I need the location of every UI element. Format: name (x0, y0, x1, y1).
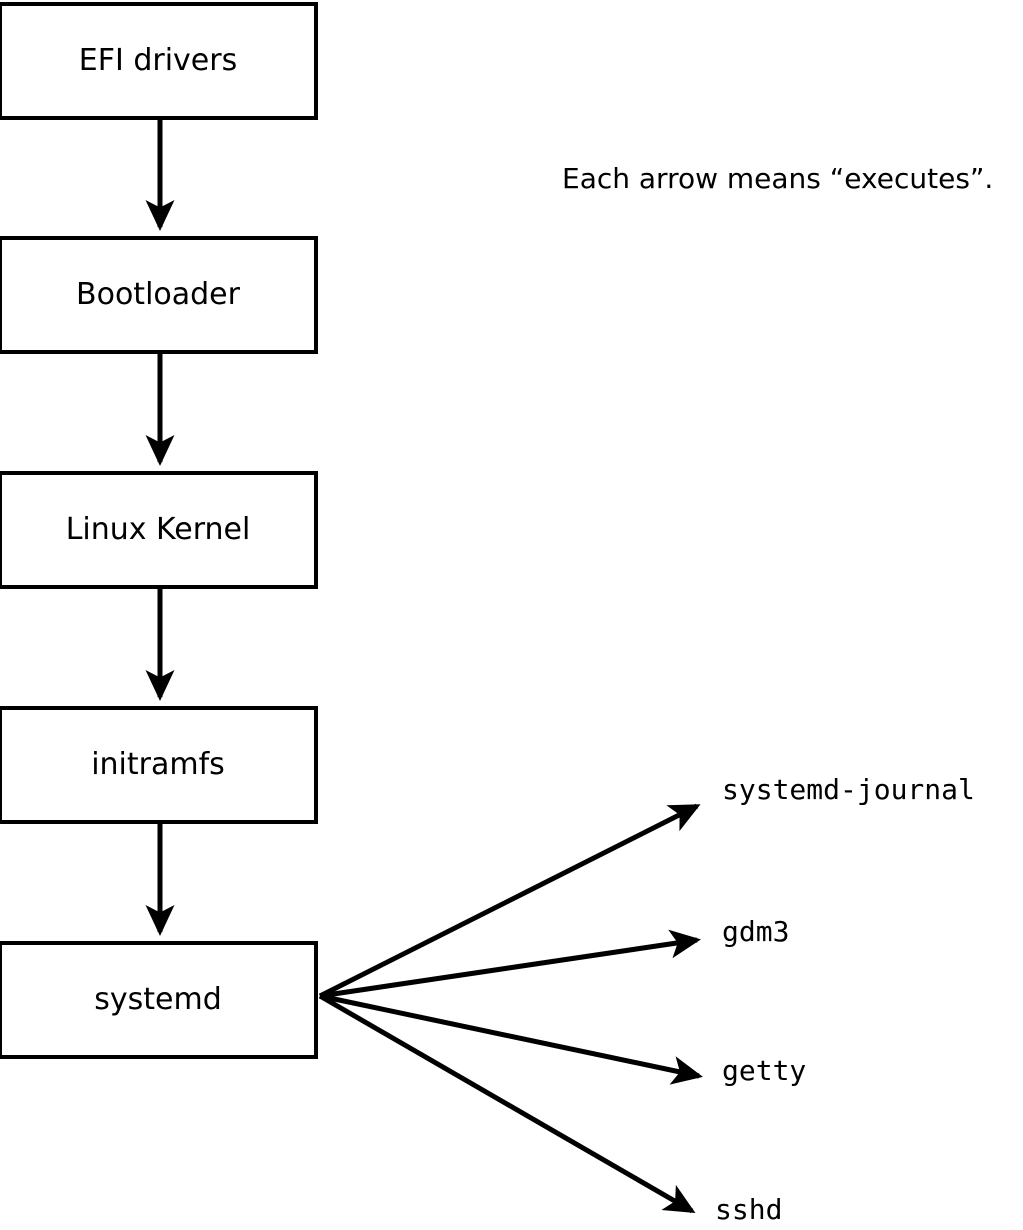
arrow-systemd-to-gdm3 (319, 929, 701, 999)
stage-label-initramfs: initramfs (91, 747, 225, 782)
service-label-systemd-journal[interactable]: systemd-journal (722, 773, 975, 806)
stage-box-systemd[interactable]: systemd (0, 941, 318, 1059)
stage-label-linux-kernel: Linux Kernel (65, 512, 251, 547)
service-label-gdm3[interactable]: gdm3 (722, 915, 790, 948)
stage-box-bootloader[interactable]: Bootloader (0, 236, 318, 354)
arrow-systemd-to-getty (319, 993, 703, 1085)
stage-label-bootloader: Bootloader (76, 277, 240, 312)
service-label-sshd[interactable]: sshd (715, 1193, 783, 1226)
stage-label-efi-drivers: EFI drivers (78, 43, 238, 78)
stage-box-efi-drivers[interactable]: EFI drivers (0, 2, 318, 120)
arrow-systemd-to-systemd-journal (318, 803, 701, 999)
service-label-getty[interactable]: getty (722, 1054, 807, 1087)
legend-note: Each arrow means “executes”. (562, 162, 994, 195)
arrow-systemd-to-sshd (318, 993, 696, 1214)
stage-box-initramfs[interactable]: initramfs (0, 706, 318, 824)
stage-label-systemd: systemd (94, 982, 222, 1017)
stage-box-linux-kernel[interactable]: Linux Kernel (0, 471, 318, 589)
